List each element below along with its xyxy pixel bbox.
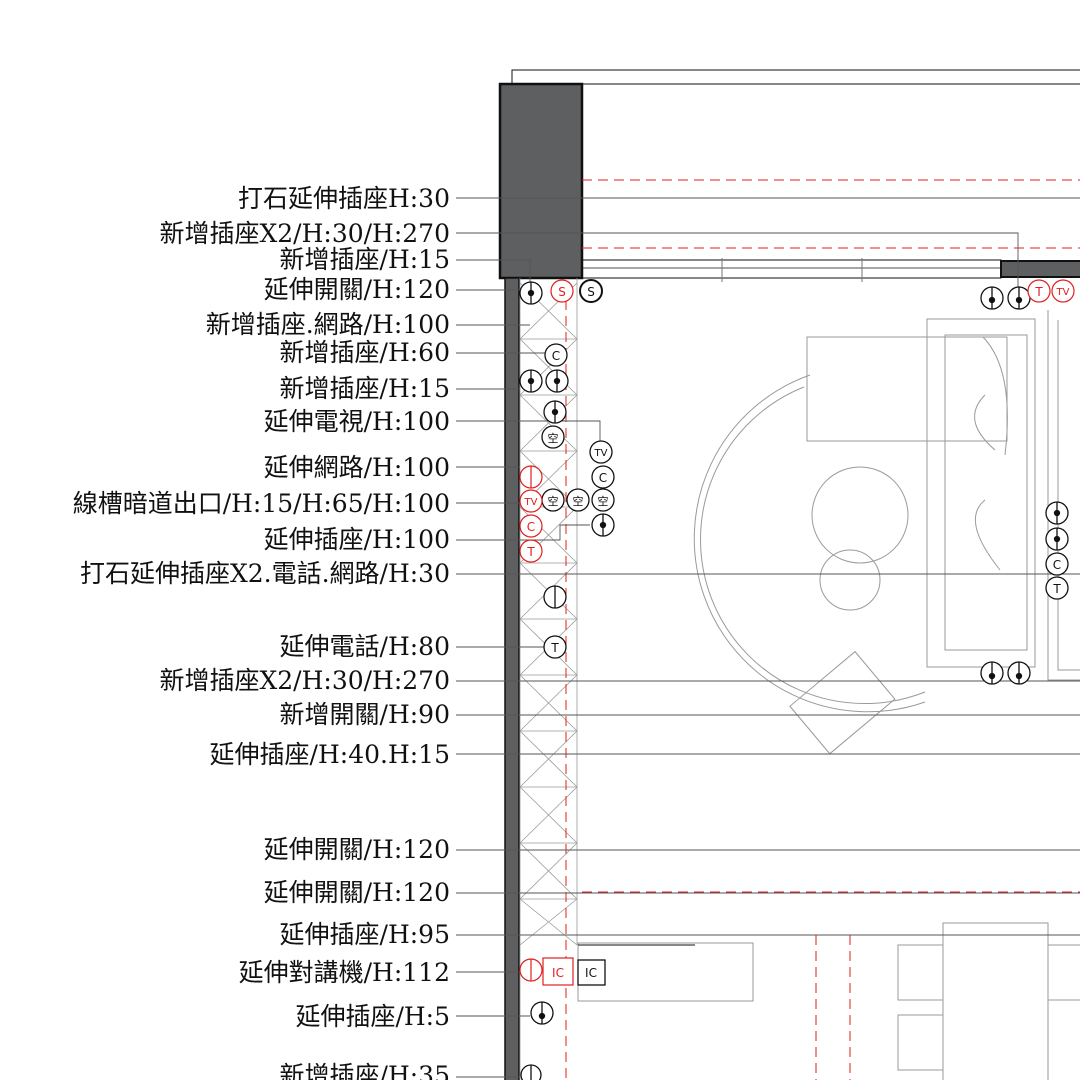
aircon-icon: 空 [548,431,559,445]
outlet-symbols [519,281,1069,1080]
aircon-icon: 空 [598,494,609,508]
outlet-icon [1007,661,1031,685]
callout-label: 延伸開關/H:120 [264,275,450,304]
callout-label: 延伸網路/H:100 [264,453,450,482]
callout-label: 打石延伸插座X2.電話.網路/H:30 [80,559,450,588]
coffee-table [806,336,1008,442]
callout-label: 延伸插座/H:95 [280,920,450,949]
callout-label: 新增開關/H:90 [280,700,450,729]
callout-label: 新增插座/H:35 [280,1061,450,1080]
network-icon: C [527,520,535,534]
outlet-icon [543,400,567,424]
furniture [577,310,1080,1080]
walls [498,69,1080,1080]
intercom-icon: IC [585,966,597,980]
aircon-icon: 空 [548,494,559,508]
outlet-icon [519,281,543,305]
outlet-icon [1007,286,1031,310]
column [498,82,584,280]
callout-label: 新增插座X2/H:30/H:270 [159,666,450,695]
outlet-icon [519,369,543,393]
armchair [789,650,896,755]
callout-label: 新增插座/H:60 [280,338,450,367]
red-dashed-lines [565,179,1080,1080]
callout-label: 新增插座/H:15 [280,374,450,403]
outlet-icon [545,369,569,393]
telephone-icon: T [550,641,559,655]
callout-label: 延伸電話/H:80 [280,632,450,661]
outlet-icon [980,661,1004,685]
round-rug [693,374,926,713]
callout-label: 打石延伸插座H:30 [238,184,450,213]
window [581,259,1002,279]
new-symbols [519,279,1075,986]
network-icon: C [552,349,560,363]
telephone-icon: T [1052,582,1061,596]
callout-label: 延伸電視/H:100 [264,407,450,436]
switch-icon: S [587,285,595,299]
callout-label: 延伸插座/H:5 [295,1002,450,1031]
outlet-icon [1045,501,1069,525]
sofa [926,318,1036,668]
wire-chase [519,278,578,1080]
new-symbol-text: S T TV TV C T IC [524,285,1070,980]
outlet-icon [520,1064,542,1080]
callout-label: 線槽暗道出口/H:15/H:65/H:100 [73,489,450,518]
network-icon: C [1053,558,1061,572]
dining-table [942,922,1049,1080]
tv-icon: TV [1056,287,1070,298]
callout-label: 延伸插座/H:40.H:15 [210,740,450,769]
outlet-icon [980,286,1004,310]
outlet-icon [543,585,567,609]
callout-label: 延伸開關/H:120 [264,878,450,907]
callout-label: 新增插座/H:15 [280,245,450,274]
callout-labels: 打石延伸插座H:30 新增插座X2/H:30/H:270 新增插座/H:15 延… [73,184,450,1080]
aircon-icon: 空 [573,494,584,508]
lettered-symbols [541,279,1069,986]
intercom-icon: IC [552,966,564,980]
callout-label: 延伸開關/H:120 [264,835,450,864]
lettered-symbol-text: S C 空 TV C 空 空 空 T C T IC [548,285,1062,980]
callout-label: 新增插座X2/H:30/H:270 [159,219,450,248]
right-wall-stub [1000,260,1080,278]
callout-label: 延伸插座/H:100 [264,525,450,554]
network-icon: C [599,471,607,485]
left-wall [504,277,520,1080]
outlet-icon [1045,527,1069,551]
outlet-icon [530,1001,554,1025]
callout-label: 延伸對講機/H:112 [239,958,450,987]
telephone-icon: T [1034,285,1043,299]
tv-icon: TV [524,497,538,508]
callout-label: 新增插座.網路/H:100 [206,310,450,339]
telephone-icon: T [526,545,535,559]
leader-lines [456,197,1080,1078]
side-table [811,466,909,564]
switch-icon: S [558,285,566,299]
tv-icon: TV [594,448,608,459]
outlet-icon [591,513,615,537]
